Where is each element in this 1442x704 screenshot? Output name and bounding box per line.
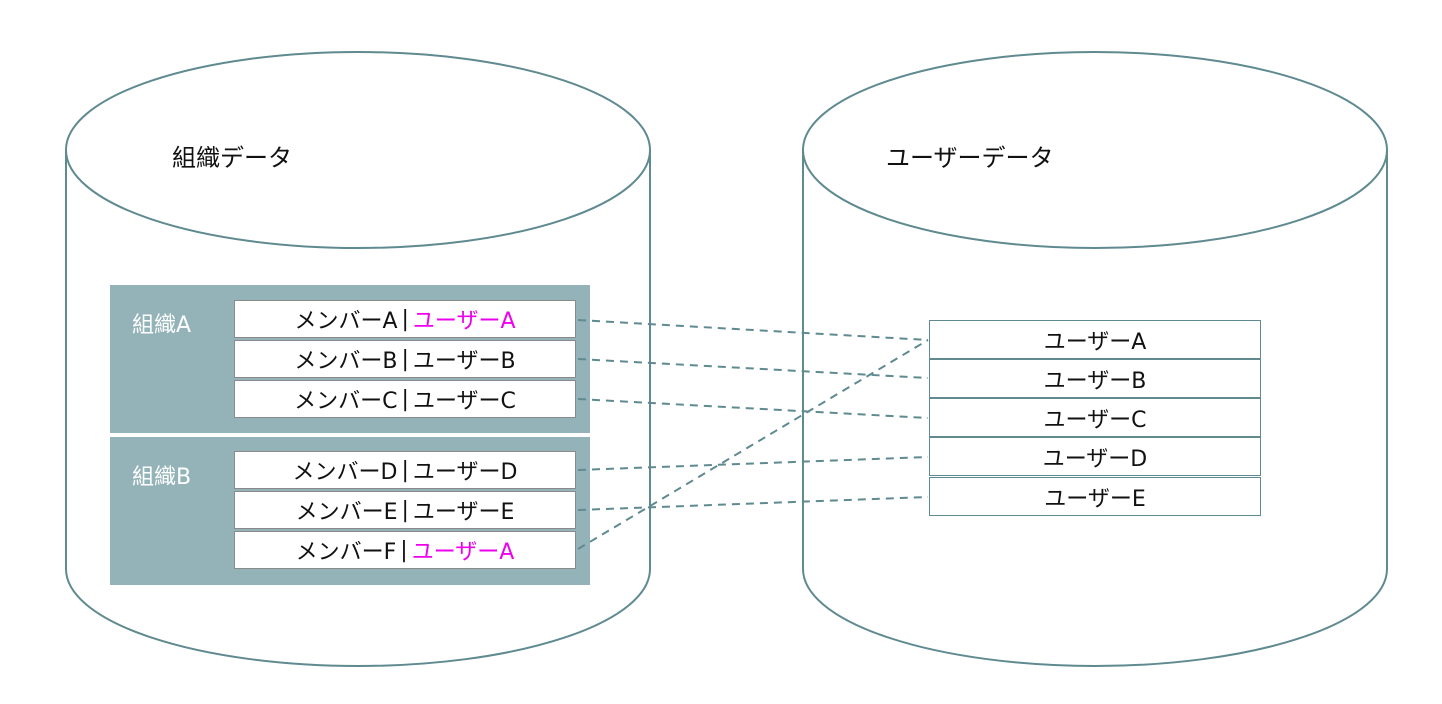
member-name: メンバーF — [295, 540, 397, 565]
linked-user-name: ユーザーB — [412, 349, 516, 374]
member-name: メンバーD — [292, 460, 398, 485]
user-row: ユーザーE — [929, 477, 1261, 516]
member-row: メンバーE | ユーザーE — [234, 491, 576, 529]
org-label: 組織B — [132, 465, 192, 490]
separator: | — [401, 497, 409, 523]
linked-user-name: ユーザーA — [411, 540, 515, 565]
user-row: ユーザーD — [929, 437, 1261, 476]
separator: | — [401, 386, 409, 412]
linked-user-name: ユーザーE — [412, 500, 515, 525]
org-label: 組織A — [132, 313, 192, 338]
org-data-cylinder — [65, 51, 651, 667]
user-row: ユーザーA — [929, 320, 1261, 359]
member-row: メンバーD | ユーザーD — [234, 451, 576, 489]
linked-user-name: ユーザーA — [412, 309, 516, 334]
member-name: メンバーC — [294, 389, 398, 414]
member-row: メンバーF | ユーザーA — [234, 531, 576, 569]
linked-user-name: ユーザーC — [412, 389, 516, 414]
member-row: メンバーA | ユーザーA — [234, 300, 576, 338]
member-name: メンバーB — [294, 349, 398, 374]
user-row: ユーザーC — [929, 398, 1261, 437]
separator: | — [400, 537, 408, 563]
linked-user-name: ユーザーD — [412, 460, 518, 485]
user-data-cylinder — [802, 51, 1388, 667]
member-row: メンバーC | ユーザーC — [234, 380, 576, 418]
member-row: メンバーB | ユーザーB — [234, 340, 576, 378]
separator: | — [401, 457, 409, 483]
user-data-title: ユーザーデータ — [886, 144, 1054, 172]
org-data-title: 組織データ — [172, 144, 292, 172]
separator: | — [401, 306, 409, 332]
member-name: メンバーE — [295, 500, 398, 525]
member-name: メンバーA — [294, 309, 398, 334]
separator: | — [401, 346, 409, 372]
user-row: ユーザーB — [929, 359, 1261, 398]
